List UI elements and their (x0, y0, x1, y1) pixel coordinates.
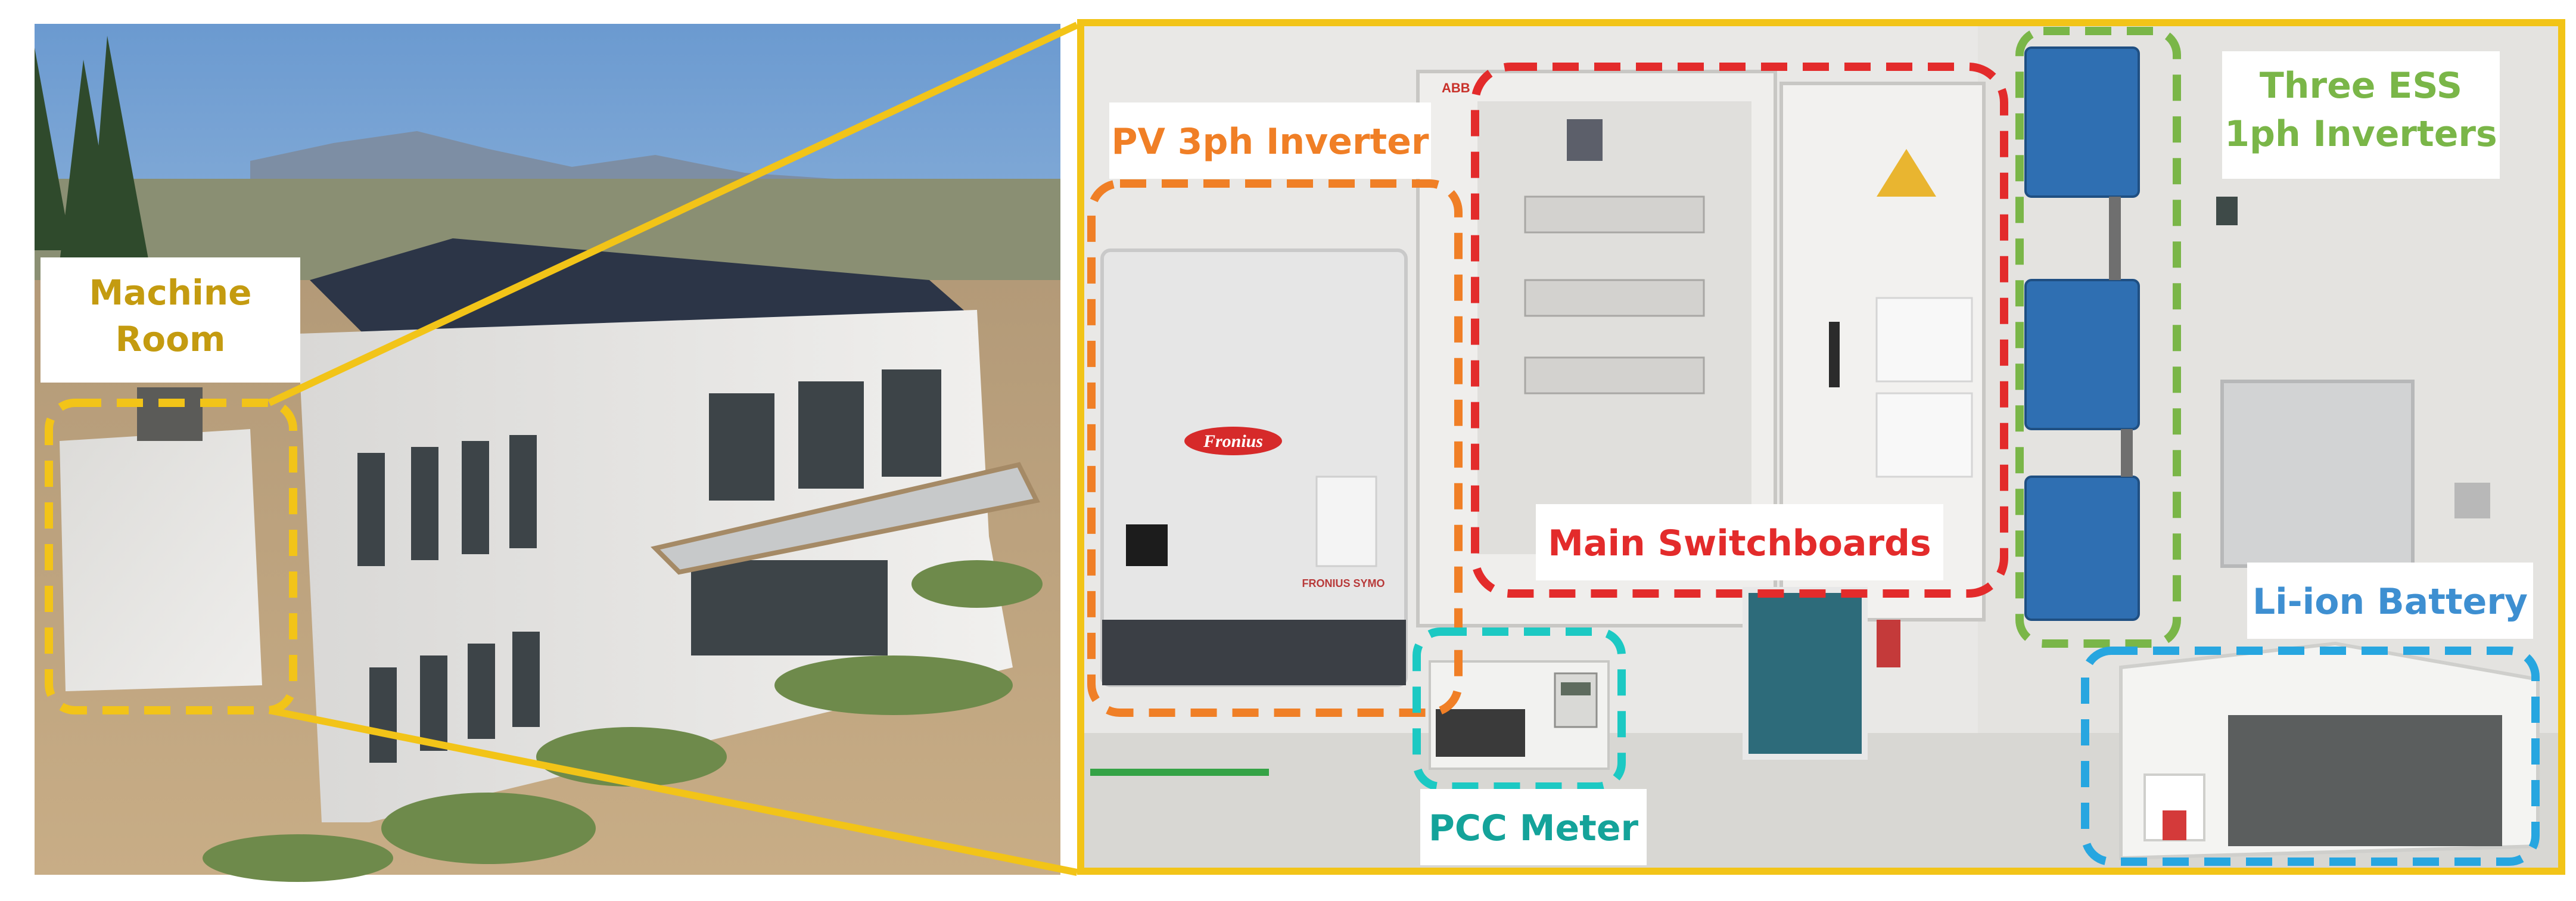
pcc-meter-highlight (1413, 627, 1626, 791)
fronius-logo-text: Fronius (1203, 431, 1263, 451)
pv-inverter-highlight (1087, 179, 1463, 717)
small-distribution-box (1743, 587, 1868, 760)
li-ion-battery-label: Li-ion Battery (2247, 563, 2533, 639)
pcc-meter (1429, 660, 1610, 770)
ess-inverters-highlight (2015, 27, 2181, 648)
warning-triangle (1877, 149, 1936, 197)
li-ion-battery-highlight (2081, 647, 2540, 866)
ess-cables (2109, 197, 2133, 477)
main-switchboards-label: Main Switchboards (1536, 504, 1943, 580)
ess-inverter-3 (2024, 476, 2140, 621)
rooftop-unit (137, 387, 203, 441)
green-trim (1090, 769, 1269, 776)
vegetation (203, 560, 1043, 882)
building-photo (35, 24, 1060, 882)
building-windows (357, 369, 941, 763)
abb-logo-text: ABB (1442, 80, 1470, 95)
cypress-trees (35, 36, 149, 262)
battery-cabinet (2119, 641, 2540, 860)
main-switchboards-highlight (1471, 63, 2008, 598)
inverter-model-text: FRONIUS SYMO (1302, 577, 1385, 589)
ess-inverter-2 (2024, 279, 2140, 430)
zoom-line-top (267, 21, 1079, 406)
main-switchboard-cabinet: ABB (1416, 70, 1986, 760)
wall-socket (2454, 483, 2490, 518)
ess-inverter-1 (2024, 46, 2140, 198)
zoom-line-bottom (268, 707, 1078, 876)
wall-enclosure (2220, 380, 2415, 568)
wall-sensor (2216, 197, 2238, 225)
pcc-meter-label: PCC Meter (1420, 789, 1647, 865)
canopy (651, 462, 1040, 575)
pv-inverter-label: PV 3ph Inverter (1109, 102, 1431, 179)
ess-inverters (2024, 46, 2140, 621)
machine-room-highlight (45, 399, 297, 714)
zoom-frame (1077, 19, 2565, 875)
fronius-logo (1184, 427, 1282, 455)
solar-roof (310, 238, 977, 334)
machine-room-box (60, 429, 262, 691)
fronius-inverter: Fronius FRONIUS SYMO (1100, 248, 1408, 687)
